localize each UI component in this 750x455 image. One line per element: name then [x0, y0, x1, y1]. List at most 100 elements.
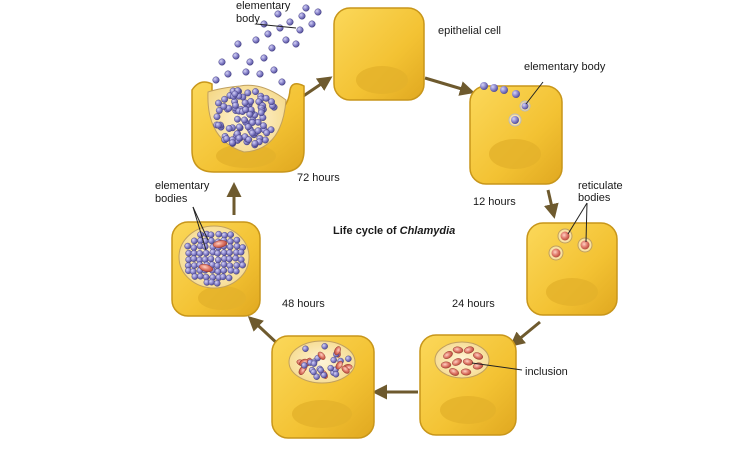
- elementary-body: [244, 89, 252, 97]
- mixed-bodies: [296, 343, 353, 380]
- elementary-body: [232, 267, 240, 275]
- elementary-body: [317, 367, 324, 374]
- elementary-body: [224, 70, 232, 78]
- leader-lines: [192, 23, 588, 371]
- elementary-body: [313, 373, 320, 380]
- elementary-body: [286, 18, 294, 26]
- arrow-entry-to-12h: [424, 76, 475, 96]
- elementary-body: [219, 273, 227, 281]
- elementary-body: [264, 30, 272, 38]
- elementary-body: [233, 262, 240, 269]
- elementary-body: [261, 136, 269, 144]
- time-48-hours: 48 hours: [282, 298, 325, 310]
- elementary-body: [251, 140, 259, 147]
- elementary-body: [196, 250, 204, 257]
- elementary-body: [248, 119, 256, 126]
- reticulate-body: [212, 240, 228, 248]
- reticulate-body: [452, 358, 462, 366]
- elementary-body: [220, 103, 228, 110]
- elementary-body: [227, 267, 235, 274]
- elementary-body: [480, 82, 488, 90]
- reticulate-body: [198, 263, 214, 273]
- label-epithelial-cell: epithelial cell: [438, 25, 501, 37]
- elementary-body: [232, 101, 239, 109]
- elementary-body: [332, 371, 340, 378]
- elementary-body: [227, 231, 234, 238]
- elementary-body: [292, 40, 300, 48]
- label-inclusion: inclusion: [525, 366, 568, 378]
- elementary-body: [202, 249, 210, 257]
- cell-dense: [171, 221, 261, 317]
- elementary-body: [263, 129, 271, 137]
- reticulate-body: [335, 360, 343, 370]
- elementary-body: [207, 255, 215, 263]
- elementary-body: [246, 111, 254, 118]
- elementary-body: [302, 4, 310, 12]
- time-24-hours: 24 hours: [452, 298, 495, 310]
- elementary-body: [214, 268, 222, 275]
- reticulate-body: [443, 351, 453, 359]
- arrow-24h-to-inclusion: [509, 320, 541, 347]
- elementary-body: [268, 98, 275, 106]
- elementary-body: [215, 99, 222, 107]
- elementary-body: [278, 78, 286, 86]
- arrow-12h-to-24h: [543, 189, 559, 219]
- title-prefix: Life cycle of: [333, 225, 400, 237]
- cell-48-hours: [271, 335, 375, 439]
- time-72-hours: 72 hours: [297, 172, 340, 184]
- elementary-body: [228, 139, 236, 147]
- reticulate-body: [463, 346, 475, 354]
- elementary-body: [242, 68, 250, 76]
- arrow-48h-to-dense: [247, 315, 282, 348]
- elementary-body: [213, 279, 221, 287]
- label-elementary-bodies-left-2: bodies: [155, 193, 188, 205]
- elementary-body: [212, 76, 220, 84]
- cell-12-hours: [469, 82, 563, 185]
- elementary-body: [301, 362, 308, 369]
- elementary-body: [511, 116, 519, 124]
- elementary-body: [320, 371, 328, 379]
- diagram-title: Life cycle of Chlamydia: [333, 225, 455, 237]
- cell-72-hours: [191, 4, 322, 173]
- elementary-body: [231, 90, 239, 98]
- dense-elementary-bodies: [184, 230, 246, 287]
- elementary-body: [268, 44, 276, 52]
- elementary-body: [184, 242, 191, 250]
- elementary-body: [262, 94, 270, 102]
- elementary-body: [237, 248, 245, 256]
- elementary-body: [220, 261, 228, 268]
- elementary-body: [274, 10, 282, 18]
- reticulate-body: [334, 346, 341, 356]
- label-elementary-body-top-1: elementary: [236, 0, 291, 12]
- elementary-body: [226, 243, 234, 251]
- elementary-body: [190, 255, 198, 263]
- label-elementary-body-right: elementary body: [524, 61, 606, 73]
- elementary-body: [208, 237, 215, 245]
- elementary-body: [213, 262, 221, 270]
- elementary-body: [214, 121, 222, 129]
- elementary-body: [260, 20, 268, 28]
- elementary-body: [252, 36, 260, 44]
- elementary-body: [214, 256, 222, 264]
- cycle-arrows: [226, 76, 559, 400]
- elementary-body: [197, 272, 204, 280]
- elementary-body: [190, 244, 198, 251]
- reticulate-body: [440, 361, 452, 369]
- elementary-body: [241, 116, 248, 124]
- elementary-body: [220, 267, 228, 274]
- elementary-body: [232, 254, 239, 262]
- elementary-body: [314, 8, 322, 16]
- elementary-body: [213, 113, 221, 121]
- elementary-body: [232, 52, 240, 60]
- elementary-body: [241, 99, 249, 107]
- time-12-hours: 12 hours: [473, 196, 516, 208]
- elementary-body: [191, 273, 199, 280]
- elementary-body: [215, 230, 222, 238]
- label-elementary-bodies-left-1: elementary: [155, 180, 210, 192]
- reticulate-body: [472, 352, 484, 360]
- elementary-body: [226, 249, 233, 257]
- label-elementary-body-top-2: body: [236, 13, 260, 25]
- elementary-body: [214, 249, 221, 257]
- elementary-body: [308, 20, 316, 28]
